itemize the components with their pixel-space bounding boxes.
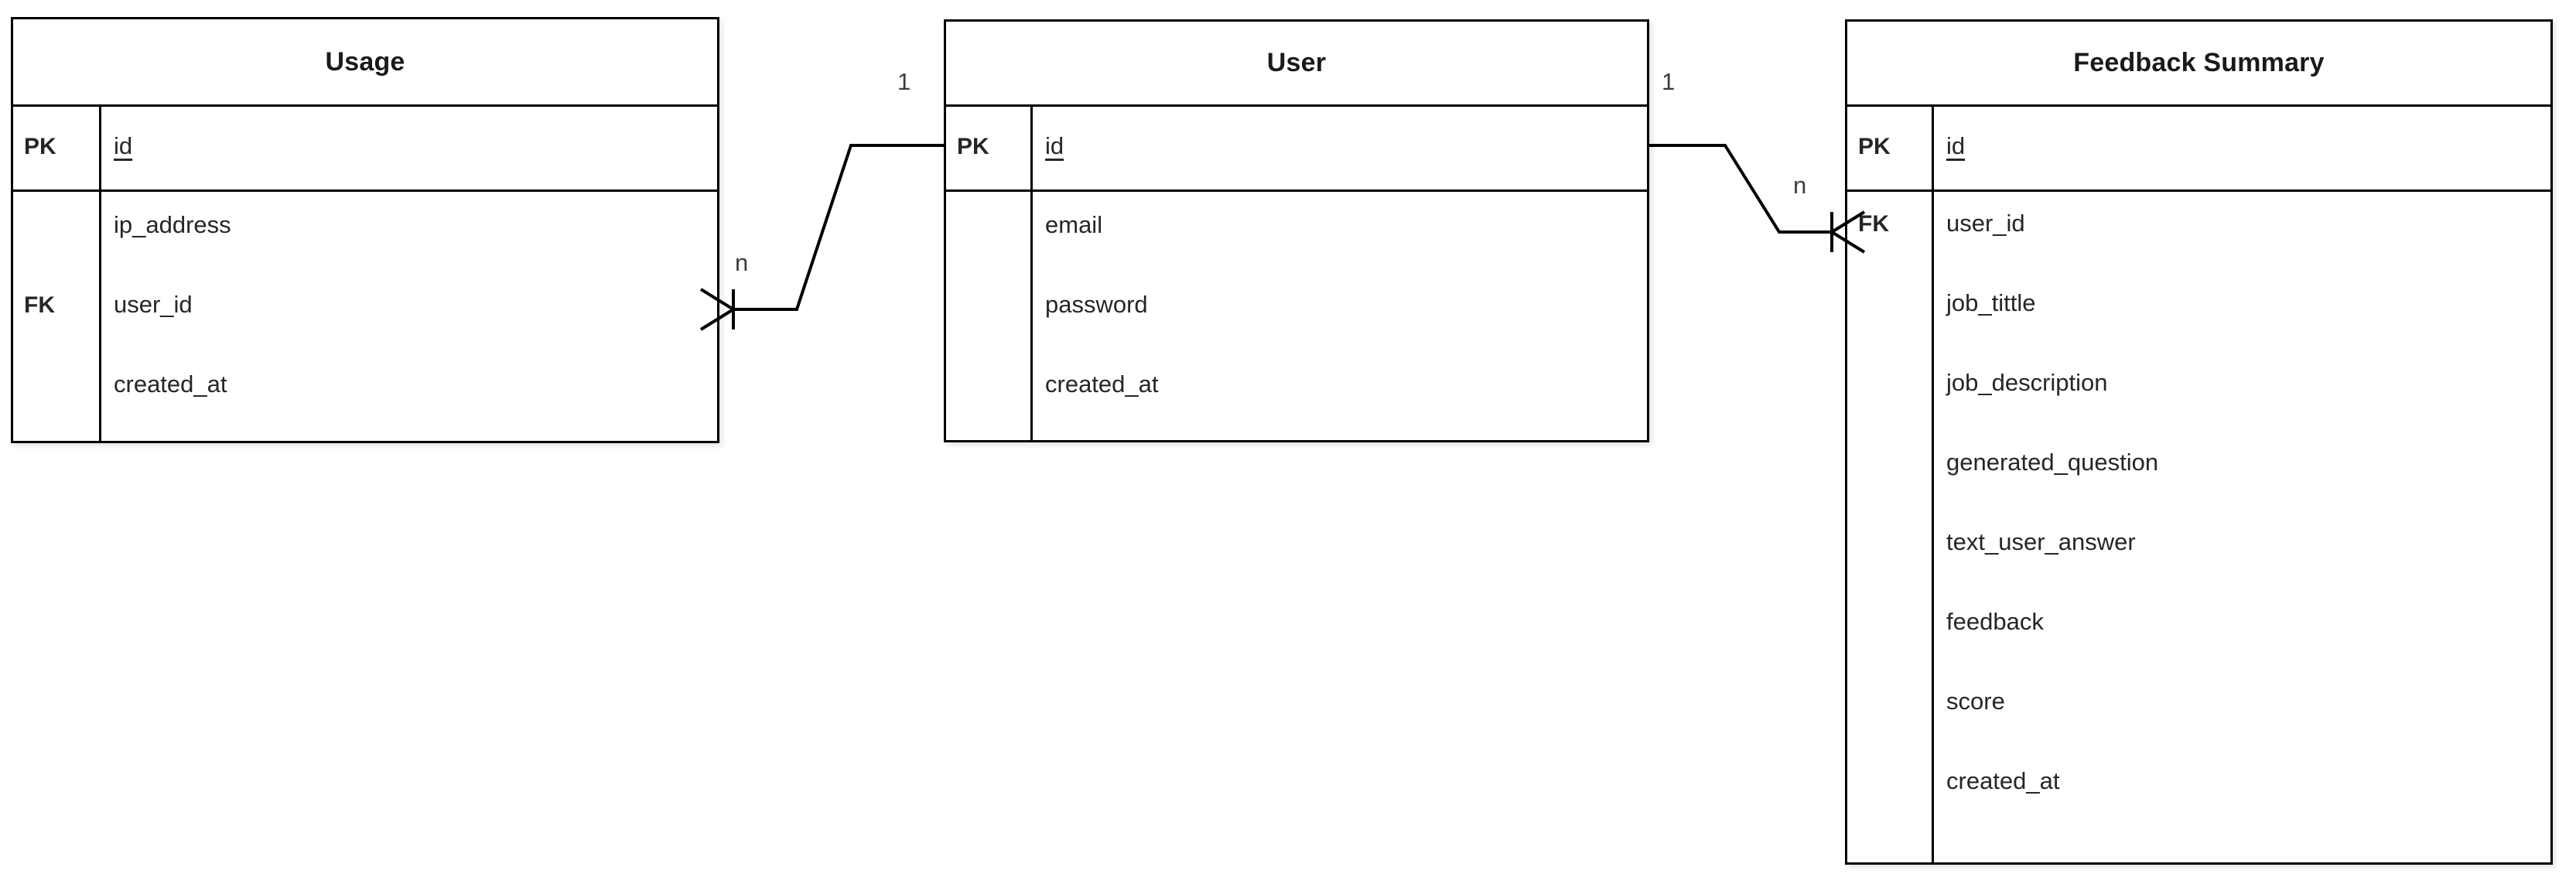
entity-usage[interactable]: Usage PK id FK ip_address user_id create… — [11, 17, 719, 443]
entity-user-field-id[interactable]: id — [1045, 132, 1064, 159]
relationship-user-feedback-summary — [1649, 144, 1866, 254]
cardinality-label-user-right-one: 1 — [1662, 68, 1676, 95]
entity-usage-pk-label: PK — [24, 134, 56, 159]
cardinality-label-feedback-n: n — [1793, 172, 1807, 199]
entity-usage-field-ip-address[interactable]: ip_address — [114, 211, 231, 238]
entity-usage-pk-divider — [13, 189, 717, 192]
entity-feedback-summary-field-score[interactable]: score — [1946, 688, 2005, 715]
entity-feedback-summary-field-job-tittle[interactable]: job_tittle — [1946, 289, 2036, 316]
entity-usage-field-created-at[interactable]: created_at — [114, 370, 227, 398]
entity-user-pk-divider — [946, 189, 1647, 192]
cardinality-label-user-left-one: 1 — [897, 68, 911, 95]
entity-feedback-summary-field-generated-question[interactable]: generated_question — [1946, 449, 2159, 476]
entity-feedback-summary-fk-label: FK — [1858, 211, 1889, 237]
entity-feedback-summary-field-text-user-answer[interactable]: text_user_answer — [1946, 528, 2136, 555]
entity-feedback-summary-body: PK id FK user_id job_tittle job_descript… — [1847, 107, 2550, 865]
entity-user-column-divider — [1030, 107, 1033, 442]
entity-usage-field-user-id[interactable]: user_id — [114, 291, 193, 318]
entity-user-field-created-at[interactable]: created_at — [1045, 370, 1159, 398]
entity-user-field-email[interactable]: email — [1045, 211, 1103, 238]
entity-user[interactable]: User PK id email password created_at — [944, 19, 1649, 442]
entity-feedback-summary-title: Feedback Summary — [1847, 22, 2550, 107]
cardinality-label-usage-n: n — [735, 249, 749, 276]
entity-feedback-summary[interactable]: Feedback Summary PK id FK user_id job_ti… — [1845, 19, 2553, 865]
entity-feedback-summary-field-feedback[interactable]: feedback — [1946, 608, 2044, 635]
entity-feedback-summary-field-job-description[interactable]: job_description — [1946, 369, 2108, 396]
entity-usage-title: Usage — [13, 19, 717, 107]
entity-feedback-summary-pk-label: PK — [1858, 134, 1891, 159]
entity-usage-fk-label: FK — [24, 292, 55, 318]
entity-feedback-summary-field-id[interactable]: id — [1946, 132, 1966, 159]
entity-usage-body: PK id FK ip_address user_id created_at — [13, 107, 717, 443]
entity-user-body: PK id email password created_at — [946, 107, 1647, 442]
entity-user-title: User — [946, 22, 1647, 107]
entity-feedback-summary-pk-divider — [1847, 189, 2550, 192]
entity-user-field-password[interactable]: password — [1045, 291, 1148, 318]
relationship-user-usage — [699, 144, 944, 331]
entity-feedback-summary-column-divider — [1932, 107, 1934, 865]
entity-usage-column-divider — [99, 107, 101, 443]
entity-feedback-summary-field-created-at[interactable]: created_at — [1946, 767, 2060, 794]
entity-usage-field-id[interactable]: id — [114, 132, 133, 159]
entity-user-pk-label: PK — [957, 134, 989, 159]
entity-feedback-summary-field-user-id[interactable]: user_id — [1946, 210, 2025, 237]
